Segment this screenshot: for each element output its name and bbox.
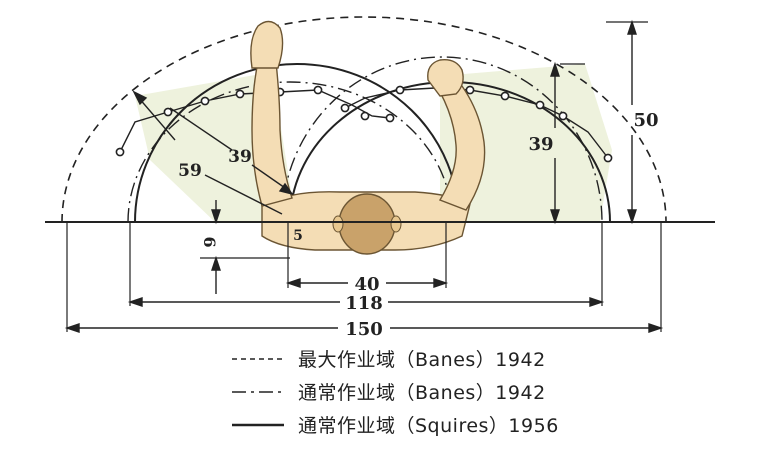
solid-line-swatch (232, 423, 284, 426)
right-hand (427, 59, 464, 97)
dimension-5-label: 5 (293, 228, 303, 244)
left-hand (250, 20, 284, 69)
head (338, 193, 396, 255)
legend: 最大作业域（Banes）1942 通常作业域（Banes）1942 通常作业域（… (232, 342, 559, 441)
trajectory-points (115, 85, 613, 163)
right-hand-trajectory (344, 87, 609, 159)
dimension-39-left-label: 39 (228, 147, 252, 167)
maximum-area-arc (61, 16, 667, 223)
dash-dot-line-swatch (232, 390, 284, 393)
human-figure (250, 20, 486, 255)
normal-area-banes-left-arc (127, 81, 453, 223)
normal-area-squires-left-arc (134, 63, 460, 223)
left-ear (332, 215, 344, 233)
dimension-arrows (64, 19, 664, 333)
extension-lines (66, 21, 662, 332)
legend-label: 通常作业域（Banes）1942 (298, 382, 546, 404)
legend-label: 最大作业域（Banes）1942 (298, 349, 546, 371)
right-work-zone (440, 64, 612, 222)
legend-label: 通常作业域（Squires）1956 (298, 415, 559, 437)
dimension-118-label: 118 (345, 293, 383, 314)
dimension-150-label: 150 (345, 319, 383, 340)
legend-item-normal-squires: 通常作业域（Squires）1956 (232, 408, 559, 441)
dimension-40-label: 40 (354, 274, 379, 295)
dimension-59-label: 59 (178, 161, 202, 181)
dimension-6-label: 6 (200, 236, 219, 247)
dimension-50-label: 50 (633, 110, 658, 131)
dashed-line-swatch (232, 357, 284, 360)
normal-area-banes-right-arc (281, 56, 603, 223)
right-ear (390, 215, 402, 233)
legend-item-maximum-banes: 最大作业域（Banes）1942 (232, 342, 559, 375)
legend-item-normal-banes: 通常作业域（Banes）1942 (232, 375, 559, 408)
dimension-39-right-label: 39 (528, 134, 553, 155)
